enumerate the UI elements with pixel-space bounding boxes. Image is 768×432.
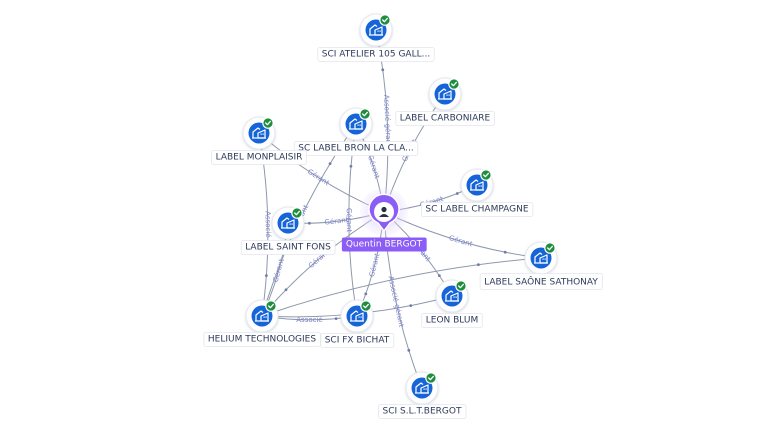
company-label: LABEL SAÔNE SATHONAY (484, 276, 598, 288)
edge-arrow-marker (334, 317, 338, 321)
check-icon (291, 207, 303, 219)
check-icon (455, 280, 467, 292)
check-icon (544, 242, 556, 254)
edge-arrow-marker (328, 162, 332, 166)
building-icon (445, 290, 459, 302)
company-node-bron[interactable]: SC LABEL BRON LA CLA... (293, 107, 419, 156)
check-icon (448, 78, 460, 90)
company-node-fxbichat[interactable]: SCI FX BICHAT (320, 299, 395, 348)
company-label: LABEL SAINT FONS (245, 243, 331, 253)
edge-label: Gérant (448, 234, 474, 249)
company-label: LABEL CARBONIARE (400, 114, 491, 124)
edge-label: Gérant (272, 258, 286, 284)
company-label-background (320, 333, 395, 348)
building-icon (415, 382, 429, 394)
check-icon (480, 169, 492, 181)
edge-label: Gérant (345, 208, 353, 232)
building-icon (438, 88, 452, 100)
company-label-background (479, 273, 603, 290)
building-icon (350, 310, 364, 322)
building-icon (252, 127, 266, 139)
edge-arrow-marker (364, 292, 368, 296)
company-label: SCI FX BICHAT (325, 336, 390, 346)
edge-arrow-marker (264, 274, 268, 278)
company-node-saintfons[interactable]: LABEL SAINT FONS (240, 206, 336, 255)
edge-arrow-marker (349, 164, 353, 168)
edge-arrow-marker (381, 68, 385, 72)
building-icon (534, 252, 548, 264)
company-label-background (395, 111, 495, 126)
building-icon (470, 179, 484, 191)
company-label-background (240, 240, 336, 255)
edge-arrow-marker (407, 348, 411, 352)
company-node-sathonay[interactable]: LABEL SAÔNE SATHONAY (479, 241, 603, 290)
edge-helium-sathonay (261, 257, 542, 317)
check-icon (379, 14, 391, 26)
company-label: HELIUM TECHNOLOGIES (208, 335, 316, 345)
company-node-monplaisir[interactable]: LABEL MONPLAISIR (211, 116, 307, 165)
company-label-background (421, 313, 483, 328)
edge-arrow-marker (455, 192, 459, 195)
edge-label: Gérant (366, 154, 381, 180)
edge-label: Associé-gérant (382, 94, 392, 147)
company-label: SCI S.L.T.BERGOT (383, 407, 462, 417)
company-label: LEON BLUM (426, 316, 478, 326)
company-node-champagne[interactable]: SC LABEL CHAMPAGNE (420, 168, 534, 217)
company-label: LABEL MONPLAISIR (216, 153, 303, 163)
edge-label: Associé (264, 211, 272, 238)
building-icon (255, 310, 269, 322)
edge-label: Gérant (324, 216, 349, 227)
edge-arrow-marker (284, 288, 288, 292)
building-icon (369, 24, 383, 36)
company-label-background (378, 404, 467, 419)
person-icon (379, 206, 389, 217)
check-icon (359, 108, 371, 120)
company-node-atelier[interactable]: SCI ATELIER 105 GALL... (317, 13, 435, 62)
check-icon (360, 300, 372, 312)
check-icon (265, 300, 277, 312)
person-label: Quentin BERGOT (346, 240, 423, 250)
company-label-background (420, 202, 534, 217)
company-label: SCI ATELIER 105 GALL... (322, 50, 430, 60)
company-node-slt[interactable]: SCI S.L.T.BERGOT (378, 371, 467, 419)
edge-label: Associé (296, 316, 322, 324)
edge-label: Gérant (368, 252, 382, 278)
person-label-background (341, 237, 427, 252)
company-node-leonblum[interactable]: LEON BLUM (421, 279, 483, 328)
building-icon (349, 118, 363, 130)
check-icon (425, 372, 437, 384)
edge-label: Associé-gérant (387, 275, 406, 328)
check-icon (262, 117, 274, 129)
company-label: SC LABEL BRON LA CLA... (298, 144, 413, 154)
company-label-background (317, 47, 435, 62)
building-icon (281, 217, 295, 229)
company-node-carboniare[interactable]: LABEL CARBONIARE (395, 77, 495, 126)
person-node[interactable]: Quentin BERGOT (341, 188, 427, 252)
company-label: SC LABEL CHAMPAGNE (425, 205, 529, 215)
company-label-background (293, 141, 419, 156)
company-label-background (211, 150, 307, 165)
edge-arrow-marker (409, 304, 413, 308)
edge-arrow-marker (308, 221, 311, 225)
edge-arrow-marker (503, 250, 507, 254)
edge-arrow-marker (476, 263, 480, 267)
edge-arrow-marker (437, 274, 441, 278)
nodes-layer: SCI ATELIER 105 GALL... LABEL CARBONIARE S… (203, 13, 603, 419)
